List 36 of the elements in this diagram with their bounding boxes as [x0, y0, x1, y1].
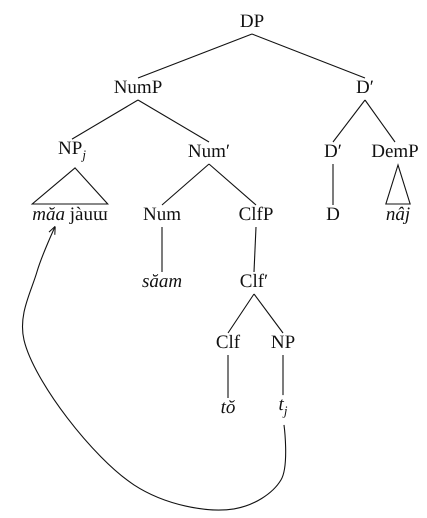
- phrase-label: DemP: [371, 141, 419, 163]
- phrase-label: NP: [270, 332, 296, 354]
- branch-line: [228, 294, 254, 334]
- branch-line: [138, 100, 210, 142]
- bar-level-label: D′: [324, 141, 342, 163]
- bar-level-label: D′: [356, 77, 374, 99]
- word-label: săam: [142, 271, 182, 293]
- head-label: Num: [143, 204, 181, 226]
- branch-line: [162, 164, 210, 206]
- branch-line: [254, 294, 284, 334]
- branch-line: [72, 100, 138, 140]
- branch-line: [161, 227, 163, 272]
- branch-line: [282, 355, 284, 396]
- bar-level-label: Num′: [188, 141, 230, 163]
- head-label: D: [326, 204, 340, 226]
- phrase-label: NP$_{j}$: [58, 138, 86, 166]
- branch-line: [138, 33, 252, 79]
- branch-line: [227, 355, 229, 398]
- branch-line: [364, 100, 396, 142]
- triangle-branch: [385, 163, 411, 205]
- branch-line: [252, 33, 366, 79]
- word-label: nâj: [386, 204, 410, 226]
- phrase-label: NumP: [114, 77, 162, 99]
- phrase-label: DP: [240, 11, 264, 33]
- trace-label: t$_{j}$: [278, 394, 288, 422]
- bar-level-label: Clf′: [240, 271, 268, 293]
- word-label: tŏ: [220, 397, 236, 419]
- movement-arrow: [22, 226, 286, 510]
- branch-line: [208, 164, 256, 206]
- branch-line: [332, 100, 366, 142]
- phrase-label: ClfP: [238, 204, 274, 226]
- branch-line: [253, 226, 257, 272]
- branch-line: [332, 164, 334, 205]
- head-label: Clf: [216, 332, 240, 354]
- word-label: măa jàuɯ: [32, 204, 108, 226]
- triangle-branch: [30, 167, 109, 205]
